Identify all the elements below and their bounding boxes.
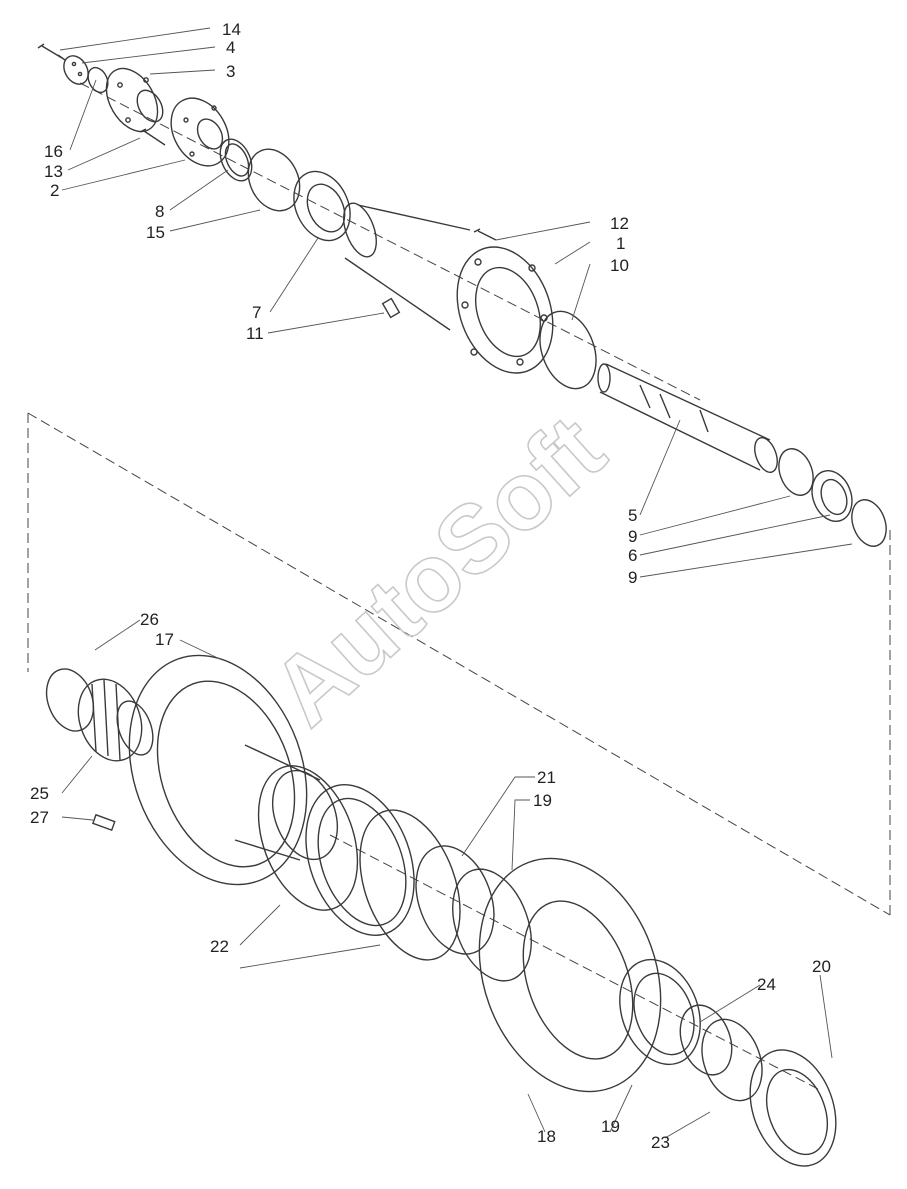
callout-13: 13	[44, 162, 63, 181]
part-26-snap-ring	[45, 668, 95, 732]
part-11-grub-screw	[381, 297, 401, 319]
callout-3: 3	[226, 62, 235, 81]
callout-16: 16	[44, 142, 63, 161]
part-19-bearing-cone	[415, 845, 701, 1066]
callout-6: 6	[628, 546, 637, 565]
callout-5: 5	[628, 506, 637, 525]
callout-20: 20	[812, 957, 831, 976]
part-25-needle-bearing	[77, 678, 154, 762]
part-23-ring	[701, 1018, 763, 1102]
part-5-shaft	[597, 363, 778, 473]
part-7-bearing	[293, 170, 351, 242]
part-21-seal	[305, 784, 415, 936]
callout-26: 26	[140, 610, 159, 629]
part-24-ring	[679, 1004, 733, 1076]
part-1-axle-housing	[343, 202, 554, 374]
part-2-flange	[170, 97, 230, 167]
callout-23: 23	[651, 1133, 670, 1152]
part-8-ring	[219, 138, 253, 182]
callout-7: 7	[252, 303, 261, 322]
callout-17: 17	[155, 630, 174, 649]
part-22-orings	[257, 765, 461, 961]
callout-18: 18	[537, 1127, 556, 1146]
callout-27: 27	[30, 808, 49, 827]
callout-9: 9	[628, 568, 637, 587]
part-3-flange-hub	[105, 67, 164, 133]
part-16-oring	[87, 66, 109, 94]
part-4-cover-plate	[63, 55, 89, 85]
part-15-oring	[247, 148, 301, 212]
part-20-nut	[749, 1049, 837, 1167]
callout-15: 15	[146, 223, 165, 242]
part-27-stud	[91, 813, 116, 832]
callout-21: 21	[537, 768, 556, 787]
part-18-wheel-hub	[478, 857, 662, 1093]
callout-12: 12	[610, 214, 629, 233]
callout-8: 8	[155, 202, 164, 221]
callout-11: 11	[246, 324, 264, 343]
callout-25: 25	[30, 784, 49, 803]
callout-1: 1	[616, 234, 625, 253]
callout-14: 14	[222, 20, 241, 39]
callout-22: 22	[210, 937, 229, 956]
callout-2: 2	[50, 181, 59, 200]
callout-24: 24	[757, 975, 776, 994]
watermark-text: AutoSoft	[252, 396, 625, 747]
assembly-dashed-lines	[27, 82, 891, 1091]
part-9-snap-ring	[778, 448, 887, 547]
part-6-bearing	[811, 470, 853, 522]
part-17-hub-carrier	[128, 654, 338, 886]
leader-lines	[59, 27, 853, 1139]
callouts: 14 4 3 16 13 2 8 15 12 1 10 7 11 5 9 6 9…	[30, 20, 831, 1152]
part-13-bolt	[139, 128, 166, 146]
callout-4: 4	[226, 38, 235, 57]
callout-10: 10	[610, 256, 629, 275]
part-14-bolt	[37, 43, 66, 61]
part-10-oring	[539, 310, 597, 390]
part-12-bolt	[473, 228, 497, 241]
callout-19: 19	[601, 1117, 620, 1136]
callout-9: 9	[628, 527, 637, 546]
callout-19: 19	[533, 791, 552, 810]
